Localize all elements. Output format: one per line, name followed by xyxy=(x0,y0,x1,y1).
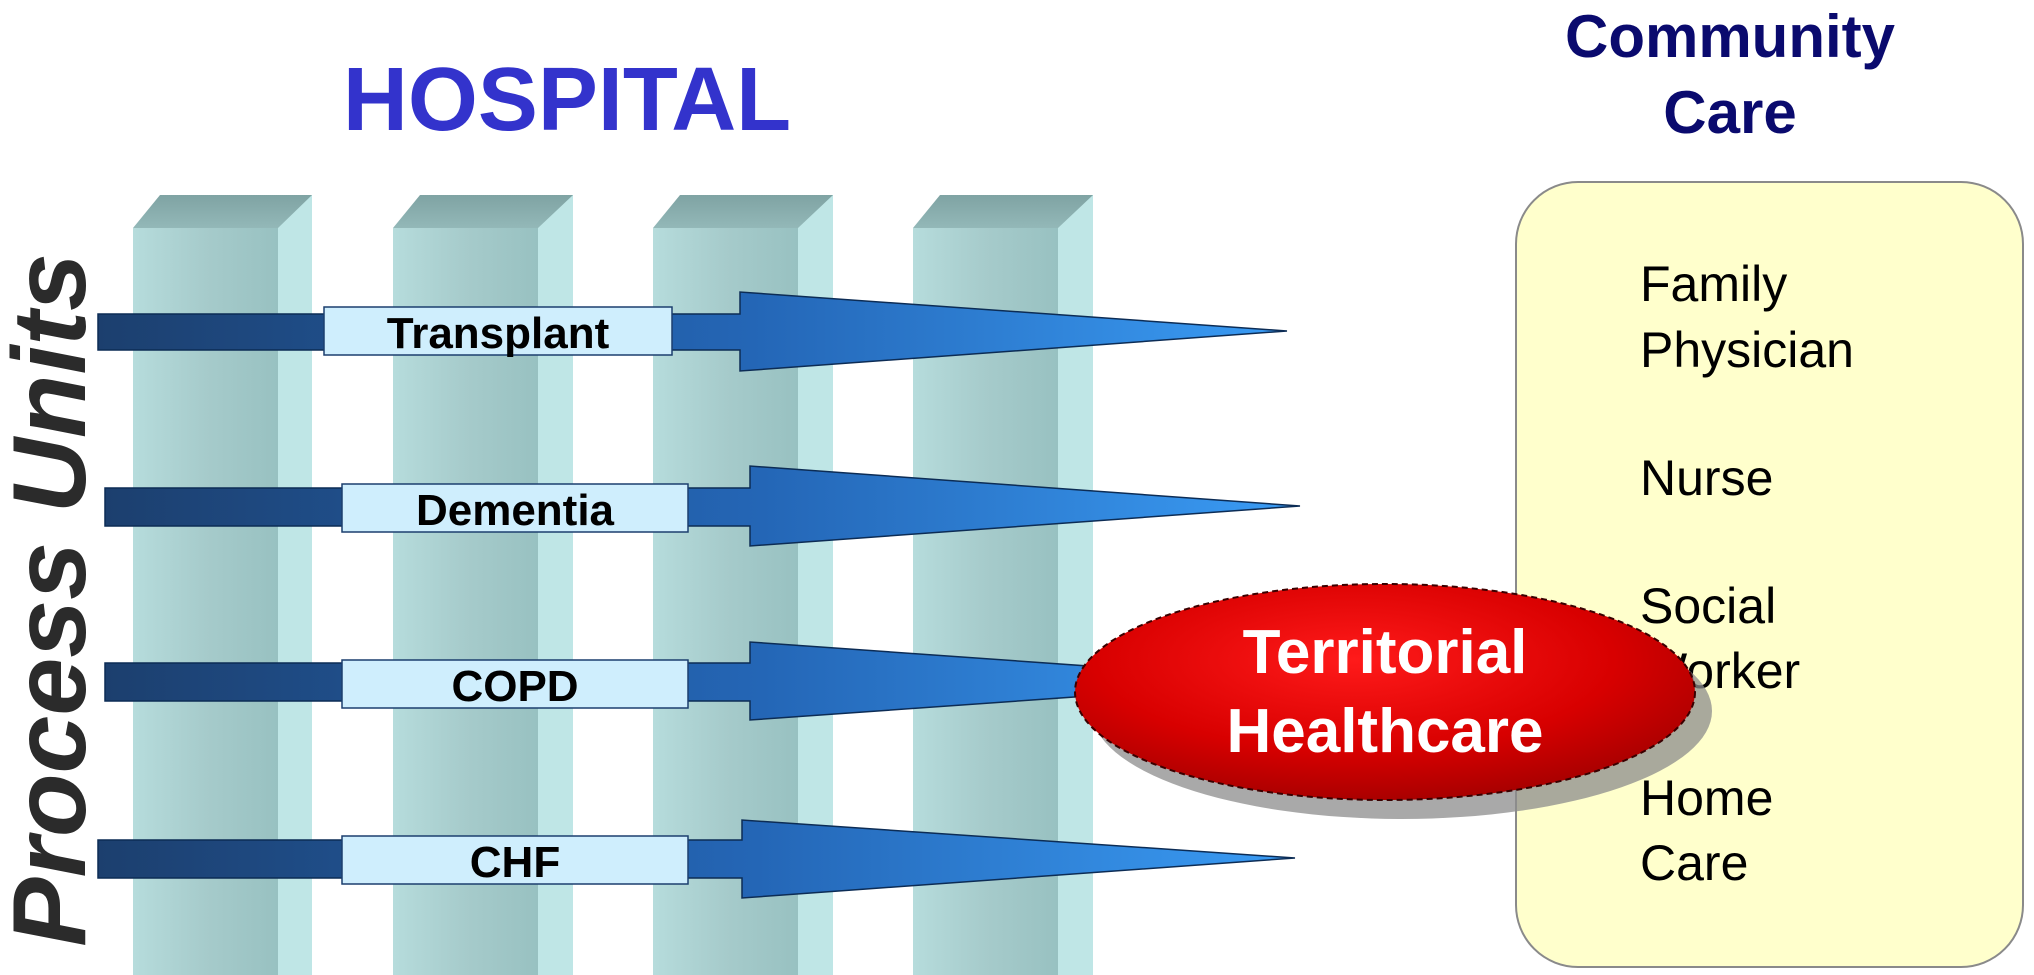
territorial-label-line1: Territorial xyxy=(1243,618,1528,687)
process-arrow-transplant: Transplant xyxy=(97,291,1288,372)
arrow-shape xyxy=(97,819,1296,899)
process-arrow-copd: COPD xyxy=(104,641,1301,721)
community-care-panel: Community Care Family Physician Nurse So… xyxy=(1515,3,2024,968)
process-arrow-dementia: Dementia xyxy=(104,465,1301,547)
community-item-home-care-line2: Care xyxy=(1640,835,1748,891)
community-item-family-physician-line1: Family xyxy=(1640,256,1787,312)
process-label-box xyxy=(323,306,673,356)
process-arrow-chf: CHF xyxy=(97,819,1296,899)
process-label-box xyxy=(341,835,689,885)
community-item-social-worker-line1: Social xyxy=(1640,578,1776,634)
process-label-box xyxy=(341,659,689,709)
community-care-title-line2: Care xyxy=(1663,79,1796,146)
territorial-healthcare-node: Territorial Healthcare xyxy=(1074,583,1712,819)
process-label-chf: CHF xyxy=(470,838,560,887)
process-label-transplant: Transplant xyxy=(387,309,610,358)
process-label-box xyxy=(341,483,689,533)
community-item-family-physician-line2: Physician xyxy=(1640,322,1854,378)
process-label-dementia: Dementia xyxy=(416,486,615,535)
territorial-label-line2: Healthcare xyxy=(1226,697,1543,766)
arrow-shape xyxy=(97,291,1288,372)
ellipse-shape xyxy=(1074,583,1696,801)
community-care-title-line1: Community xyxy=(1565,3,1896,70)
hospital-title: HOSPITAL xyxy=(343,50,791,150)
process-units-label: Process Units xyxy=(0,253,108,947)
community-item-nurse: Nurse xyxy=(1640,450,1773,506)
process-label-copd: COPD xyxy=(451,662,578,711)
community-item-home-care-line1: Home xyxy=(1640,770,1773,826)
